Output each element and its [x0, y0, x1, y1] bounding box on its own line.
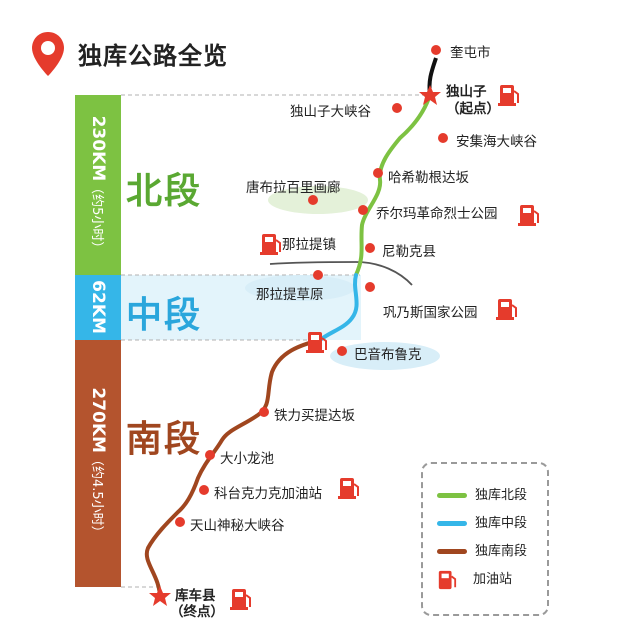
south-segment-label: 南段 — [126, 419, 203, 460]
start-star-icon — [419, 85, 441, 105]
nileke-marker — [365, 243, 375, 253]
gas-station-icon — [518, 205, 539, 226]
anjihai-marker — [438, 133, 448, 143]
qiaoerma-marker — [358, 205, 368, 215]
gongnaisi-marker — [365, 282, 375, 292]
label-haxi: 哈希勒根达坂 — [388, 170, 469, 186]
legend-north-swatch — [437, 493, 467, 498]
label-anjihai: 安集海大峡谷 — [456, 134, 537, 150]
gas-station-icon — [498, 85, 519, 106]
label-tangbula: 唐布拉百里画廊 — [246, 180, 341, 196]
label-nileke: 尼勒克县 — [382, 244, 436, 260]
gas-station-icon — [260, 234, 281, 255]
middle-route-line — [318, 273, 359, 342]
nalati-highlight — [245, 275, 355, 301]
tianshan-canyon-marker — [175, 517, 185, 527]
label-nalati-grassland: 那拉提草原 — [256, 287, 324, 303]
nalati-grassland-marker — [313, 270, 323, 280]
label-tielimaiti: 铁力买提达坂 — [274, 408, 355, 424]
dushanzi-canyon-marker — [392, 103, 402, 113]
daxiao-longchi-marker — [205, 450, 215, 460]
label-gongnaisi: 巩乃斯国家公园 — [383, 305, 478, 321]
tielimaiti-marker — [259, 407, 269, 417]
legend-south-swatch — [437, 549, 467, 554]
legend-middle: 独库中段 — [437, 512, 527, 531]
middle-distance-bar — [75, 275, 121, 340]
legend-middle-swatch — [437, 521, 467, 526]
end-star-icon — [149, 586, 171, 606]
gas-station-icon — [438, 570, 457, 589]
label-ketaike: 科台克力克加油站 — [214, 486, 322, 502]
legend-north-label: 独库北段 — [475, 488, 528, 503]
legend-south-label: 独库南段 — [475, 544, 528, 559]
kuitun-marker — [431, 45, 441, 55]
legend-south: 独库南段 — [437, 540, 527, 559]
haxi-marker — [373, 168, 383, 178]
map-title: 独库公路全览 — [78, 42, 228, 70]
gas-station-icon — [338, 478, 359, 499]
label-bayinbuluke: 巴音布鲁克 — [354, 347, 422, 363]
label-daxiao-longchi: 大小龙池 — [220, 451, 274, 467]
label-dushanzi-canyon: 独山子大峡谷 — [290, 104, 371, 120]
ketaike-marker — [199, 485, 209, 495]
bayinbuluke-marker — [337, 346, 347, 356]
label-dushanzi: 独山子 — [446, 84, 487, 100]
side-road-east — [269, 261, 413, 286]
label-qiaoerma: 乔尔玛革命烈士公园 — [376, 206, 498, 222]
label-dushanzi-note: （起点） — [446, 101, 500, 117]
middle-segment-label: 中段 — [126, 295, 203, 336]
location-pin-icon — [32, 32, 64, 76]
south-distance-bar — [75, 340, 121, 587]
legend-gas: 加油站 — [437, 568, 512, 591]
gas-station-icon — [306, 332, 327, 353]
legend: 独库北段 独库中段 独库南段 加油站 — [421, 462, 549, 616]
label-kuche: 库车县 — [175, 588, 216, 604]
label-nalati-town: 那拉提镇 — [282, 237, 336, 253]
north-segment-label: 北段 — [126, 171, 203, 212]
north-route-line — [354, 93, 432, 277]
gas-station-icon — [230, 589, 251, 610]
legend-gas-label: 加油站 — [473, 572, 513, 587]
gas-station-icon — [496, 299, 517, 320]
bayinbuluke-highlight — [330, 342, 440, 370]
north-distance-bar — [75, 95, 121, 275]
label-kuche-note: （终点） — [170, 604, 224, 620]
label-tianshan-canyon: 天山神秘大峡谷 — [190, 518, 285, 534]
legend-middle-label: 独库中段 — [475, 516, 528, 531]
legend-north: 独库北段 — [437, 484, 527, 503]
label-kuitun: 奎屯市 — [450, 45, 491, 61]
tangbula-marker — [308, 195, 318, 205]
south-route-line — [144, 338, 322, 600]
